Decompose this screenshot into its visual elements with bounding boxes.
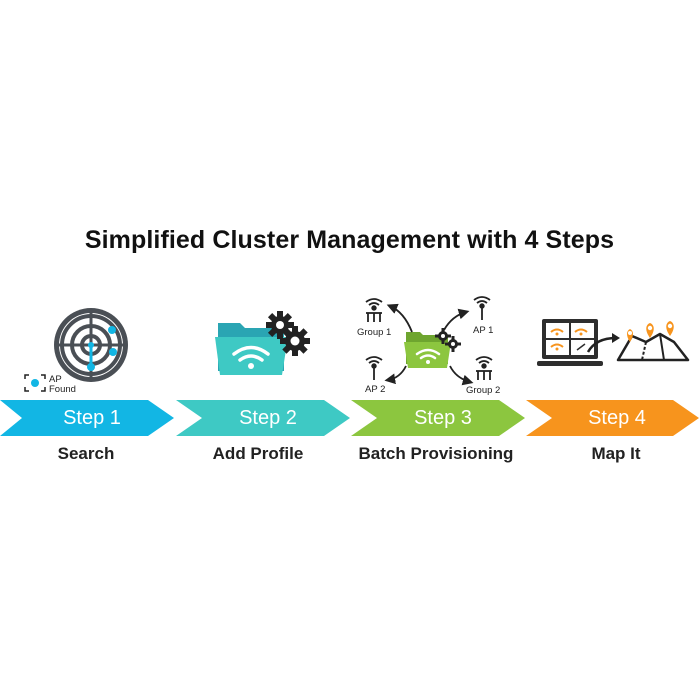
step-2-label: Step 2 [239, 407, 297, 429]
step-3-name: Batch Provisioning [358, 444, 514, 463]
step-1-label: Step 1 [63, 407, 121, 429]
ap1-label: AP 1 [473, 325, 493, 336]
step-1-arrow [0, 400, 174, 436]
step-3-arrow [351, 400, 525, 436]
folder-wifi-icon [404, 332, 451, 368]
gear-icon [266, 311, 310, 356]
arrow-icon [586, 333, 620, 353]
ap-found-icon [24, 374, 46, 392]
access-point-icon [475, 356, 493, 380]
step-1-name: Search [57, 444, 115, 463]
step-2-name: Add Profile [212, 444, 304, 463]
map-pin-icon [616, 321, 690, 362]
step-4-name: Map It [591, 444, 641, 463]
batch-provisioning-diagram: Group 1 AP 1 AP 2 Group 2 [357, 296, 500, 396]
ap-found-label: AP Found [49, 374, 76, 395]
group2-label: Group 2 [466, 385, 500, 396]
monitor-map-icon [537, 319, 603, 366]
access-point-icon [365, 356, 383, 380]
step-4-arrow [526, 400, 699, 436]
step-2-arrow [176, 400, 350, 436]
group1-label: Group 1 [357, 327, 391, 338]
step-3-label: Step 3 [414, 407, 472, 429]
folder-wifi-icon [215, 323, 288, 375]
radar-icon [54, 308, 128, 382]
step-4-label: Step 4 [588, 407, 646, 429]
ap2-label: AP 2 [365, 384, 385, 395]
access-point-icon [365, 298, 383, 322]
page-title: Simplified Cluster Management with 4 Ste… [84, 226, 615, 254]
access-point-icon [473, 296, 491, 320]
